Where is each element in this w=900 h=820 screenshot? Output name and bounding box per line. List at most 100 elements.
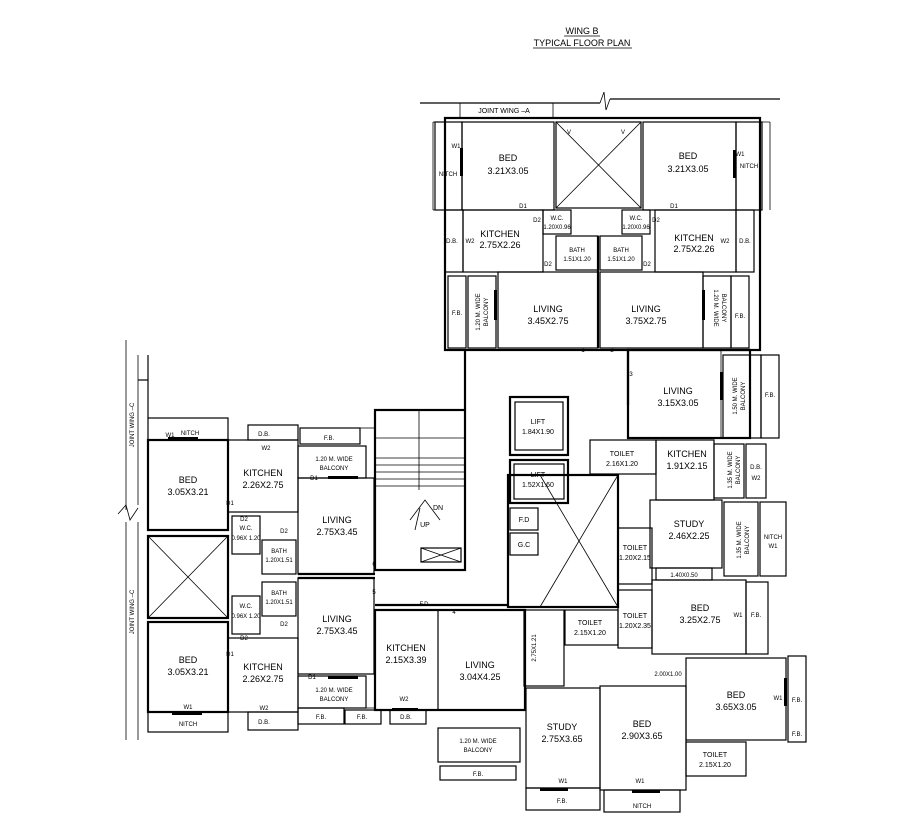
balcony-label: BALCONY: [745, 526, 751, 555]
room-name: BED: [727, 690, 746, 700]
stair-dn-label: DN: [433, 505, 443, 512]
balcony-width-label: 1.20 M. WIDE: [712, 289, 718, 326]
nitch-label: NITCH: [740, 164, 758, 170]
nitch-label: NITCH: [181, 431, 199, 437]
fb-label: F.B.: [792, 732, 803, 738]
nitch-label: NITCH: [764, 535, 782, 541]
room-size: 0.96X 1.20: [231, 536, 261, 542]
fb-label: F.B.: [452, 311, 463, 317]
fb-label: F.B.: [792, 698, 803, 704]
door-d2-label: D2: [643, 262, 651, 268]
fb-label: F.B.: [316, 715, 327, 721]
room-name: KITCHEN: [243, 662, 283, 672]
nitch-label: NITCH: [439, 172, 457, 178]
room-size: 1.20X0.96: [622, 225, 650, 231]
room-name: BATH: [271, 591, 287, 597]
room-size: 2.90X3.65: [621, 731, 662, 741]
fire-duct-label: F.D: [420, 602, 430, 608]
door-d2-label: D2: [280, 622, 288, 628]
core: [373, 350, 630, 609]
room-name: KITCHEN: [667, 449, 707, 459]
room-name: TOILET: [578, 620, 603, 627]
room-name: BATH: [271, 549, 287, 555]
door-d2-label: D2: [544, 262, 552, 268]
vent-label: V: [621, 130, 625, 136]
room-size: 3.45X2.75: [527, 316, 568, 326]
room-size: 3.05X3.21: [167, 487, 208, 497]
fire-duct-label: F.D: [519, 517, 530, 524]
balcony-label: BALCONY: [484, 298, 490, 327]
balcony-width-label: 1.20 M. WIDE: [459, 739, 496, 745]
room-size: 2.15X3.39: [385, 655, 426, 665]
balcony-width-label: 1.35 M. WIDE: [728, 451, 734, 488]
marker-4: 4: [452, 610, 456, 616]
db-label: D.B.: [258, 432, 270, 438]
balcony-label: BALCONY: [320, 697, 349, 703]
left-wing: [117, 340, 375, 740]
fb-label: F.B.: [324, 436, 335, 442]
db-label: D.B.: [750, 465, 762, 471]
balcony-label: BALCONY: [736, 456, 742, 485]
room-name: BED: [691, 603, 710, 613]
room-size: 1.20X1.51: [265, 558, 293, 564]
joint-wing-a-label: JOINT WING –A: [478, 108, 530, 115]
room-size: 2.46X2.25: [668, 531, 709, 541]
room-size: 3.25X2.75: [679, 615, 720, 625]
room-size: 1.20X0.96: [543, 225, 571, 231]
room-size: 3.04X4.25: [459, 672, 500, 682]
room-name: KITCHEN: [386, 643, 426, 653]
room-size: 3.15X3.05: [657, 398, 698, 408]
room-name: W.C.: [240, 526, 253, 532]
door-d1-label: D1: [226, 501, 234, 507]
window-w1-label: W1: [636, 779, 646, 785]
room-name: BED: [633, 719, 652, 729]
room-size: 2.16X1.20: [606, 461, 638, 468]
room-size: 1.20X1.51: [265, 600, 293, 606]
passage-dimension: 2.75X1.21: [532, 634, 538, 662]
window-w2-label: W2: [466, 239, 476, 245]
room-size: 3.21X3.05: [487, 166, 528, 176]
garbage-chute-label: G.C: [518, 542, 530, 549]
room-name: TOILET: [703, 752, 728, 759]
balcony-width-label: 1.20 M. WIDE: [315, 688, 352, 694]
stair-up-label: UP: [420, 522, 430, 529]
room-name: STUDY: [547, 722, 578, 732]
fb-label: F.B.: [473, 772, 484, 778]
nitch-window-label: W1: [769, 544, 779, 550]
db-label: D.B.: [400, 715, 412, 721]
right-flat: [564, 348, 787, 655]
balcony-width-label: 1.20 M. WIDE: [476, 293, 482, 330]
window-w1-label: W1: [184, 705, 194, 711]
db-label: D.B.: [258, 720, 270, 726]
room-name: W.C.: [630, 216, 643, 222]
room-size: 2.15X1.20: [699, 762, 731, 769]
room-name: TOILET: [623, 613, 648, 620]
door-d2-label: D2: [652, 218, 660, 224]
room-name: BED: [179, 475, 198, 485]
balcony-width-label: 1.35 M. WIDE: [737, 521, 743, 558]
door-d1-label: D1: [519, 204, 527, 210]
marker-3: 3: [629, 372, 633, 378]
room-name: LIFT: [531, 419, 546, 426]
nitch-label: NITCH: [633, 804, 651, 810]
room-size: 1.51X1.20: [563, 257, 591, 263]
door-d1-label: D1: [670, 204, 678, 210]
room-name: KITCHEN: [674, 233, 714, 243]
room-size: 2.26X2.75: [242, 480, 283, 490]
room-name: LIVING: [663, 386, 693, 396]
room-name: BED: [179, 655, 198, 665]
room-name: STUDY: [674, 519, 705, 529]
balcony-label: BALCONY: [320, 466, 349, 472]
window-w1-label: W1: [166, 433, 176, 439]
room-size: 2.75X3.65: [541, 734, 582, 744]
room-size: 2.75X3.45: [316, 527, 357, 537]
room-size: 2.15X1.20: [574, 630, 606, 637]
fb-label: F.B.: [765, 393, 776, 399]
balcony-width-label: 1.50 M. WIDE: [733, 377, 739, 414]
room-name: LIVING: [533, 304, 563, 314]
door-d1-label: D1: [226, 652, 234, 658]
vent-label: V: [567, 130, 571, 136]
room-size: 1.52X1.60: [522, 482, 554, 489]
room-name: BATH: [613, 248, 629, 254]
window-w2-label: W2: [400, 697, 410, 703]
